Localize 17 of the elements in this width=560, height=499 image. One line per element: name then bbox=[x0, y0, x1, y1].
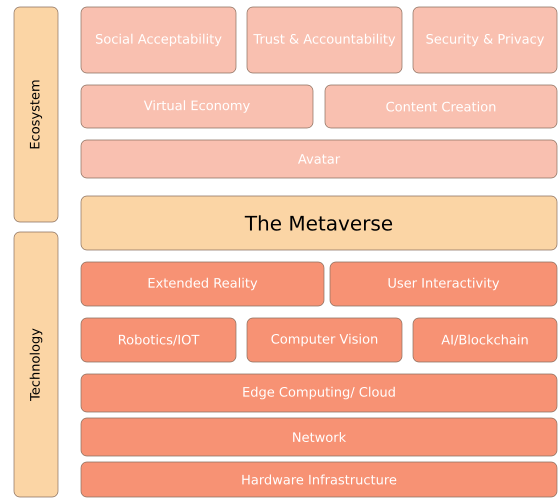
layer-box: Trust & Accountability bbox=[246, 6, 402, 74]
layer-box: Security & Privacy bbox=[412, 6, 558, 74]
layer-box: Extended Reality bbox=[80, 262, 324, 306]
layer-box: Virtual Economy bbox=[80, 84, 314, 128]
layer-box: Robotics/IOT bbox=[80, 318, 236, 362]
layer-box: Computer Vision bbox=[246, 318, 402, 362]
layer-box: Social Acceptability bbox=[80, 6, 236, 74]
title-box: The Metaverse bbox=[80, 196, 558, 250]
side-band: Ecosystem bbox=[14, 6, 58, 222]
side-band: Technology bbox=[14, 232, 58, 498]
layer-box: AI/Blockchain bbox=[412, 318, 558, 362]
layer-box: Network bbox=[80, 418, 558, 456]
layer-box: Avatar bbox=[80, 140, 558, 178]
layer-box: Edge Computing/ Cloud bbox=[80, 374, 558, 412]
layer-box: Hardware Infrastructure bbox=[80, 462, 558, 498]
layer-box: User Interactivity bbox=[330, 262, 558, 306]
layer-box: Content Creation bbox=[324, 84, 558, 128]
